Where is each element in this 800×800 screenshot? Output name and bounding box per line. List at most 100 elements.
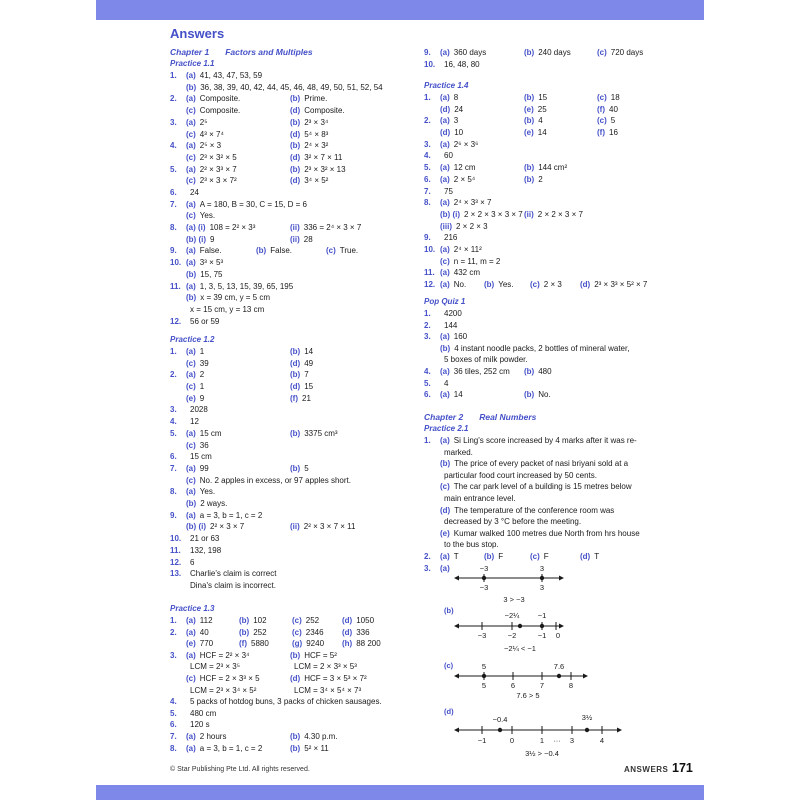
nl-d-bot-2: 0 bbox=[510, 736, 514, 745]
question-number: 9. bbox=[424, 48, 431, 57]
part-label: (c) bbox=[530, 552, 540, 561]
part-label: (a) bbox=[440, 163, 450, 172]
answer-text: 5² × 11 bbox=[304, 744, 329, 753]
answer-text: 15 cm bbox=[190, 452, 212, 461]
part-label: (b) bbox=[290, 651, 301, 660]
part-label: (a) bbox=[440, 116, 450, 125]
part-label: (a) bbox=[186, 744, 196, 753]
answer-part: (ii)336 = 2⁴ × 3 × 7 bbox=[290, 223, 361, 233]
answer-part: 144 bbox=[440, 321, 457, 331]
question-number: 1. bbox=[170, 71, 177, 80]
answer-part: (iii)2 × 2 × 3 bbox=[440, 222, 488, 232]
nl-b-bot-1: −3 bbox=[478, 631, 487, 640]
answer-part: 60 bbox=[440, 151, 453, 161]
answer-text: 108 = 2² × 3³ bbox=[209, 223, 256, 232]
chapter-name: Factors and Multiples bbox=[225, 47, 313, 57]
answer-part: (a)2 × 5⁴ bbox=[440, 175, 475, 185]
part-label: (c) bbox=[186, 359, 196, 368]
answer-part: (a)HCF = 2² × 3⁴ bbox=[186, 651, 249, 661]
answer-part: (f)16 bbox=[597, 128, 618, 138]
answer-part: (b)The price of every packet of nasi bri… bbox=[440, 459, 628, 469]
chapter-name: Real Numbers bbox=[479, 412, 537, 422]
part-label: (c) bbox=[292, 616, 302, 625]
answer-part: 5 packs of hotdog buns, 3 packs of chick… bbox=[186, 697, 382, 707]
part-label: (c) bbox=[440, 482, 450, 491]
answer-text: 252 bbox=[253, 628, 267, 637]
question-number: 6. bbox=[170, 188, 177, 197]
answer-text: 25 bbox=[537, 105, 547, 114]
question-number: 10. bbox=[170, 258, 182, 267]
answer-text: 1 bbox=[199, 382, 205, 391]
answer-part: (e)9 bbox=[186, 394, 204, 404]
bottom-color-band bbox=[96, 785, 704, 800]
answer-text: Charlie's claim is correct bbox=[190, 569, 277, 578]
answer-text: 2 × 5⁴ bbox=[453, 175, 476, 184]
part-label: (b) bbox=[524, 48, 535, 57]
section-heading: Practice 1.3 bbox=[170, 604, 215, 613]
part-label: (a) bbox=[440, 245, 450, 254]
copyright-footer: © Star Publishing Pte Ltd. All rights re… bbox=[170, 766, 310, 773]
part-label: (b) bbox=[290, 165, 301, 174]
question-number: 4. bbox=[424, 151, 431, 160]
answer-part: 24 bbox=[186, 188, 199, 198]
answer-text: 112 bbox=[199, 616, 213, 625]
question-number: 3. bbox=[170, 651, 177, 660]
answer-text: decreased by 3 °C before the meeting. bbox=[444, 517, 582, 526]
page-title: Answers bbox=[170, 26, 225, 41]
answer-text: No. 2 apples in excess, or 97 apples sho… bbox=[199, 476, 351, 485]
answer-part: (b)14 bbox=[290, 347, 313, 357]
part-label: (b) bbox=[290, 370, 301, 379]
section-heading: Pop Quiz 1 bbox=[424, 297, 466, 306]
answer-part: 132, 198 bbox=[186, 546, 221, 556]
answer-text: T bbox=[594, 552, 600, 561]
answer-part: (b)Yes. bbox=[484, 280, 514, 290]
answer-text: 36, 38, 39, 40, 42, 44, 45, 46, 48, 49, … bbox=[200, 83, 383, 92]
part-label: (d) bbox=[290, 106, 301, 115]
answer-part: (d)3² × 7 × 11 bbox=[290, 153, 342, 163]
question-number: 1. bbox=[424, 93, 431, 102]
answer-part: (c)F bbox=[530, 552, 549, 562]
answer-text: 14 bbox=[304, 347, 314, 356]
answer-part: (c)36 bbox=[186, 441, 209, 451]
answer-text: No. bbox=[453, 280, 467, 289]
part-label: (c) bbox=[440, 257, 450, 266]
answer-part: (a) (i)108 = 2² × 3³ bbox=[186, 223, 255, 233]
part-label: (a) bbox=[440, 198, 450, 207]
answer-text: 144 bbox=[444, 321, 458, 330]
part-label: (b) bbox=[290, 732, 301, 741]
answer-text: 132, 198 bbox=[190, 546, 222, 555]
question-number: 10. bbox=[424, 60, 436, 69]
nl-d-bot-6: 4 bbox=[600, 736, 604, 745]
answer-text: 1 bbox=[199, 347, 205, 356]
part-label: (a) bbox=[186, 200, 196, 209]
answer-part: (a)1, 3, 5, 13, 15, 39, 65, 195 bbox=[186, 282, 293, 292]
nl-d-bot-3: 1 bbox=[540, 736, 544, 745]
answer-text: 2 hours bbox=[199, 732, 227, 741]
question-number: 11. bbox=[170, 546, 181, 555]
part-label: (d) bbox=[580, 280, 591, 289]
part-label: (a) bbox=[186, 282, 196, 291]
answer-text: No. bbox=[538, 390, 551, 399]
answer-part: (d)5⁴ × 8³ bbox=[290, 130, 328, 140]
answer-part: (b)No. bbox=[524, 390, 551, 400]
answer-part: (b)15, 75 bbox=[186, 270, 222, 280]
answer-text: 2028 bbox=[190, 405, 208, 414]
answer-text: 2⁴ × 11² bbox=[453, 245, 482, 254]
part-label: (a) bbox=[440, 93, 450, 102]
answer-text: 120 s bbox=[190, 720, 210, 729]
answer-part: (a)8 bbox=[440, 93, 458, 103]
part-label: (a) bbox=[186, 258, 196, 267]
answer-text: 9 bbox=[210, 235, 215, 244]
part-label: (a) bbox=[186, 94, 196, 103]
answer-text: F bbox=[543, 552, 549, 561]
part-label: (a) bbox=[186, 487, 196, 496]
answer-text: Composite. bbox=[304, 106, 345, 115]
question-number: 6. bbox=[170, 720, 177, 729]
answer-part: (b)5² × 11 bbox=[290, 744, 329, 754]
answer-part: (c)1 bbox=[186, 382, 204, 392]
answer-part: (c)n = 11, m = 2 bbox=[440, 257, 500, 267]
answer-part: (b) (i)2² × 3 × 7 bbox=[186, 522, 244, 532]
answer-part: 12 bbox=[186, 417, 199, 427]
